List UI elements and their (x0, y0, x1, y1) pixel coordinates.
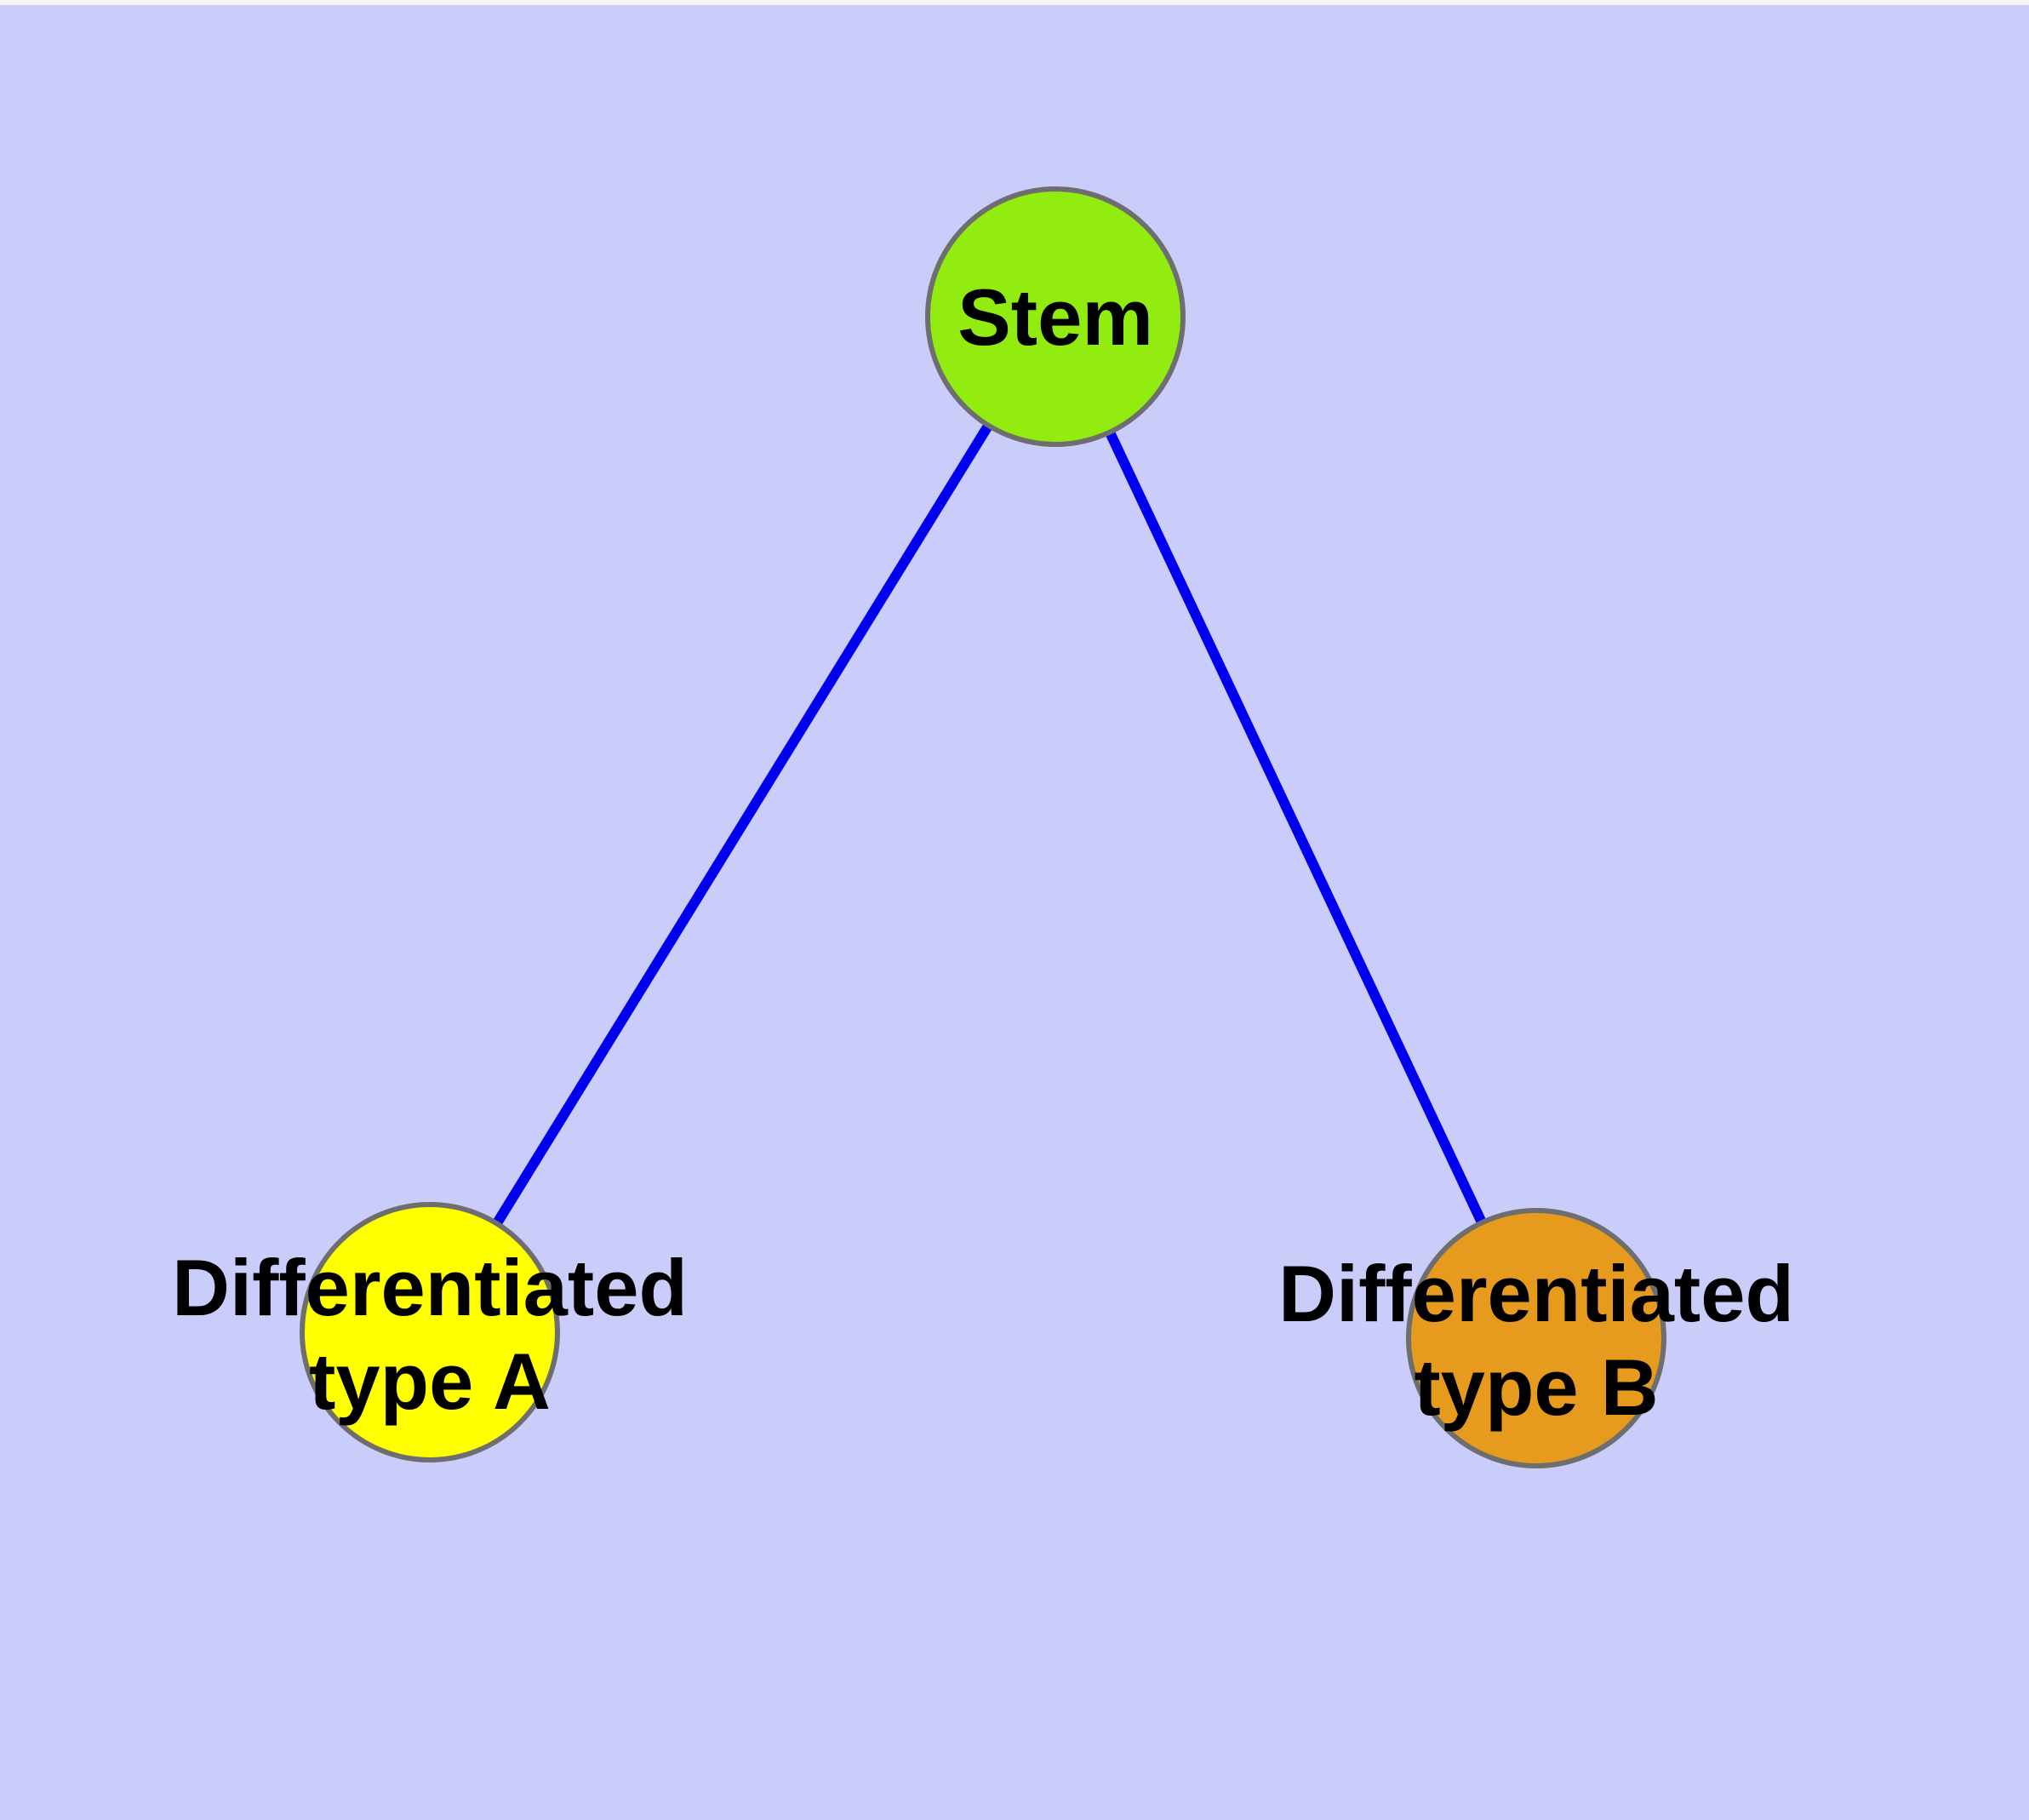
window-top-edge (0, 0, 2029, 5)
edge-stem-to-type-b[interactable] (1050, 314, 1541, 1341)
node-type-a-circle[interactable] (300, 1202, 560, 1462)
node-type-b-label-line1: Differentiated (1278, 1249, 1794, 1338)
node-type-a-label-line2: type A (309, 1336, 551, 1426)
node-type-b-circle[interactable] (1406, 1208, 1666, 1468)
node-type-b-label-line2: type B (1414, 1342, 1658, 1432)
node-stem-label: Stem (957, 272, 1153, 362)
node-type-a-label-line1: Differentiated (172, 1243, 688, 1332)
edge-stem-to-type-a[interactable] (425, 313, 1060, 1336)
node-stem-circle[interactable] (925, 186, 1186, 447)
